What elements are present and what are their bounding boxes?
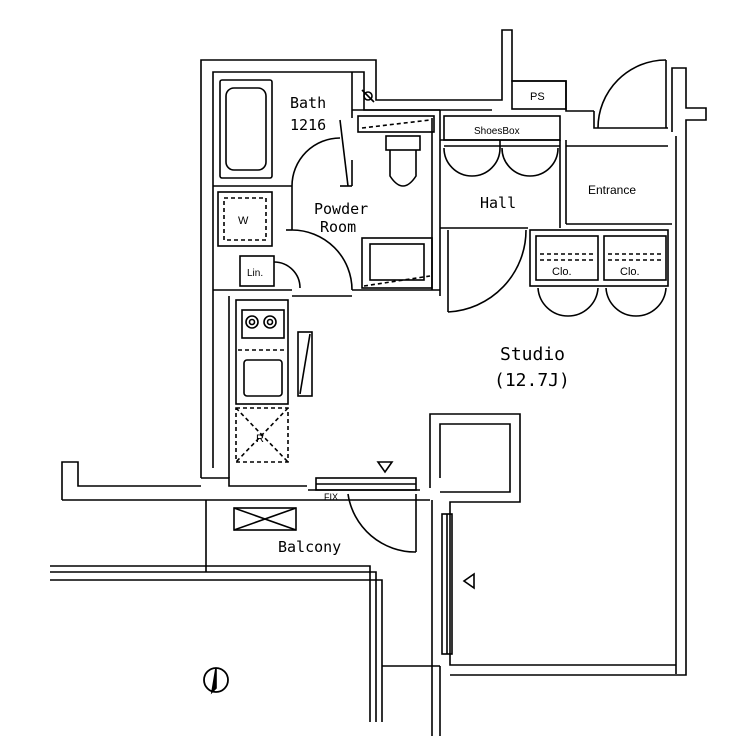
- window-marker: [376, 461, 394, 474]
- side-window: [441, 513, 453, 655]
- outer-wall: [61, 29, 707, 676]
- refrigerator: [235, 407, 289, 463]
- powder-door-swing: [291, 229, 353, 291]
- refrigerator-label: R: [256, 433, 264, 445]
- closet-1-label: Clo.: [552, 266, 572, 278]
- balcony-label: Balcony: [278, 538, 341, 556]
- north-compass-icon: [203, 667, 229, 695]
- fix-window: [308, 477, 420, 491]
- studio-label: Studio: [500, 344, 565, 365]
- toilet: [385, 135, 421, 187]
- shelf: [357, 115, 435, 133]
- linen-door-swing: [273, 261, 301, 289]
- bath-label: Bath: [290, 94, 326, 112]
- washer-label: W: [238, 215, 249, 227]
- washer-pan: [217, 191, 273, 247]
- powder-room-label-1: Powder: [314, 200, 368, 218]
- hall-label: Hall: [480, 194, 516, 212]
- balcony-door-swing: [347, 493, 417, 553]
- kitchen: [235, 299, 313, 405]
- linen-closet: [239, 255, 275, 287]
- range-hood: [297, 331, 313, 397]
- shower-valve-icon: [363, 91, 373, 101]
- window-marker-side: [462, 572, 475, 590]
- pipe-space: [511, 80, 567, 110]
- ps-label: PS: [530, 91, 545, 103]
- shoes-box-label: ShoesBox: [474, 126, 520, 137]
- hall-door-swing: [447, 229, 527, 313]
- shoes-box: [443, 115, 561, 141]
- studio-area-label: (12.7J): [494, 370, 570, 391]
- entrance-door-swing: [597, 59, 667, 129]
- powder-room-label-2: Room: [320, 218, 356, 236]
- closets: [529, 229, 669, 317]
- bathtub: [219, 79, 273, 179]
- bath-door-swing: [291, 137, 341, 187]
- fix-label: FIX: [324, 492, 338, 502]
- outdoor-unit: [233, 507, 297, 531]
- closet-2-label: Clo.: [620, 266, 640, 278]
- entrance-label: Entrance: [588, 183, 636, 197]
- balcony: [50, 500, 441, 736]
- linen-label: Lin.: [247, 268, 263, 279]
- washbasin-counter: [361, 237, 433, 289]
- shoebox-door-a: [443, 147, 473, 177]
- bath-size-label: 1216: [290, 116, 326, 134]
- interior-walls: [213, 72, 672, 478]
